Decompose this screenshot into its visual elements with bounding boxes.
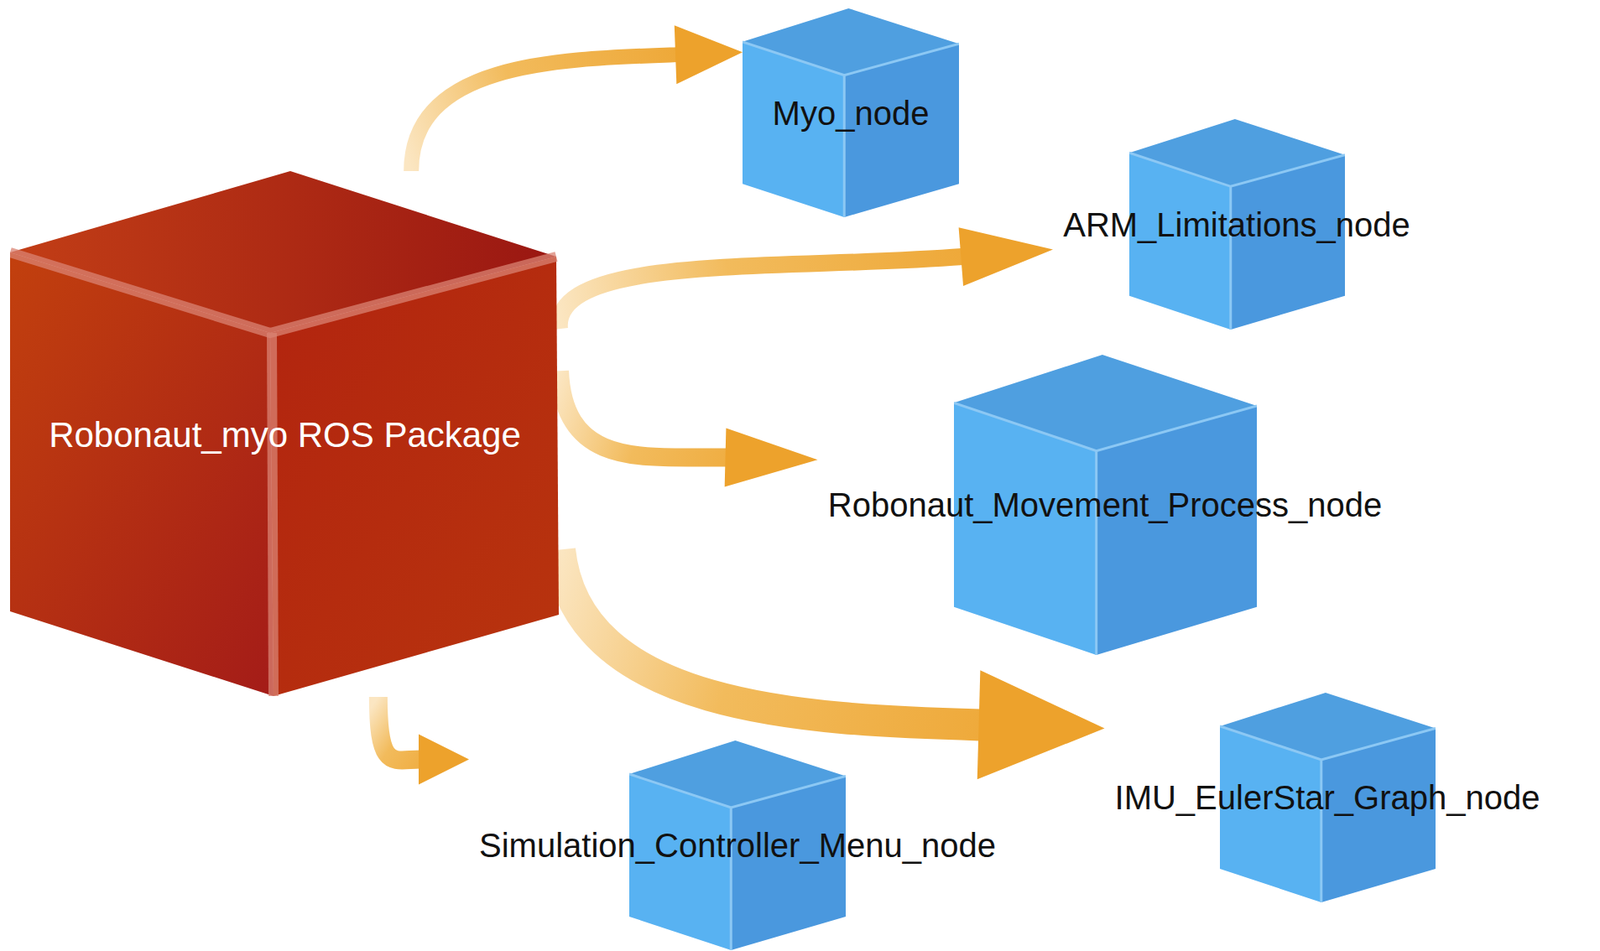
node-cube: Myo_node xyxy=(742,8,959,218)
node-label: Simulation_Controller_Menu_node xyxy=(479,826,996,866)
node-cube: Simulation_Controller_Menu_node xyxy=(469,740,1006,951)
arrow-head xyxy=(418,734,470,786)
arrow-shaft xyxy=(559,549,981,725)
node-label: IMU_EulerStar_Graph_node xyxy=(1115,778,1541,818)
node-label: Robonaut_myo ROS Package xyxy=(48,415,522,456)
node-cube: IMU_EulerStar_Graph_node xyxy=(1104,693,1551,903)
node-cube: Robonaut_Movement_Process_node xyxy=(818,354,1393,656)
arrow-shaft xyxy=(559,370,728,458)
arrow-shaft xyxy=(559,256,964,329)
curved-arrow xyxy=(411,25,743,172)
node-label: Robonaut_Movement_Process_node xyxy=(828,485,1382,525)
node-cube: ARM_Limitations_node xyxy=(1052,119,1421,330)
arrow-head xyxy=(958,227,1053,287)
arrow-head xyxy=(977,670,1105,780)
arrow-head xyxy=(674,25,743,84)
node-label: Myo_node xyxy=(772,93,930,133)
arrow-shaft xyxy=(378,697,421,761)
node-label: ARM_Limitations_node xyxy=(1063,205,1411,245)
arrow-head xyxy=(724,428,819,488)
curved-arrow xyxy=(559,227,1053,329)
curved-arrow xyxy=(378,697,470,786)
curved-arrow xyxy=(559,370,819,487)
package-cube: Robonaut_myo ROS Package xyxy=(10,171,560,698)
arrow-shaft xyxy=(411,54,678,172)
